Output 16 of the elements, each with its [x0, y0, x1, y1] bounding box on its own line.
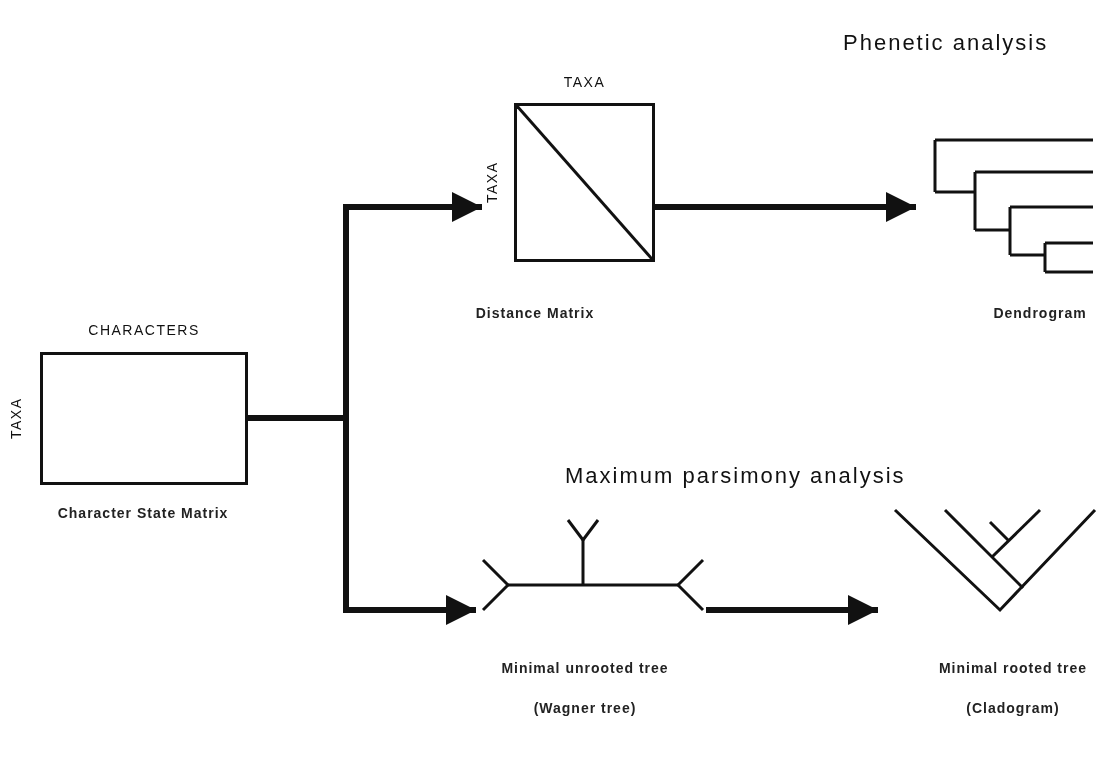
arrow: [706, 595, 878, 625]
row-header: TAXA: [8, 396, 24, 442]
node-caption: Character State Matrix: [56, 505, 230, 521]
node-caption: (Wagner tree): [532, 700, 638, 716]
node-caption: Minimal unrooted tree: [500, 660, 670, 676]
node-caption: Dendrogram: [992, 305, 1088, 321]
node-caption: Distance Matrix: [474, 305, 596, 321]
row-header: TAXA: [484, 160, 500, 206]
column-header: CHARACTERS: [87, 322, 201, 338]
node-caption: (Cladogram): [965, 700, 1061, 716]
arrow: [655, 192, 916, 222]
section-heading: Phenetic analysis: [843, 30, 1049, 56]
section-heading: Maximum parsimony analysis: [565, 463, 906, 489]
column-header: TAXA: [562, 74, 607, 90]
node-caption: Minimal rooted tree: [937, 660, 1089, 676]
arrow: [248, 415, 476, 625]
